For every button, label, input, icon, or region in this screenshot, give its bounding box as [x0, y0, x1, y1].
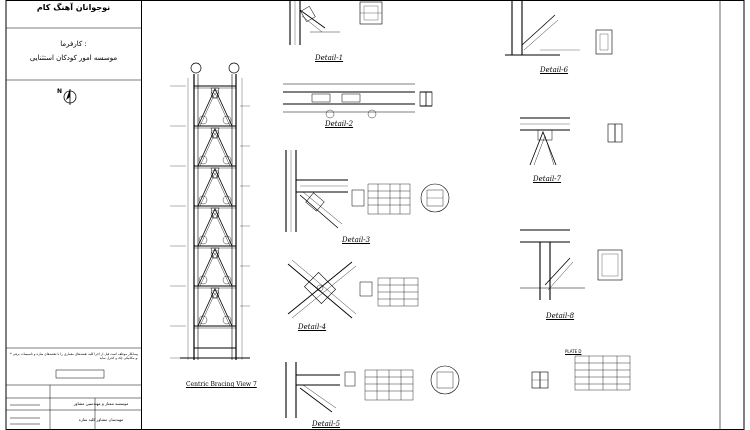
consultant-name: موسسه ممتاز و مهندسین مشاور	[73, 401, 129, 406]
general-note: * پیمانکار موظف است قبل از اجرا کلیه نقش…	[10, 352, 138, 360]
detail-2-drawing	[283, 83, 433, 119]
consultant-subtitle: مهندسان مشاور کلید سازه	[78, 417, 124, 422]
north-label: N	[56, 88, 63, 95]
braced-frame-elevation	[170, 62, 250, 360]
detail-6-drawing	[505, 0, 613, 56]
plate-d-drawing	[531, 355, 631, 391]
plate-d-label: PLATE D	[565, 349, 582, 354]
detail-8-drawing	[520, 229, 623, 300]
detail-2-label: Detail-2	[325, 120, 354, 128]
detail-1-label: Detail-1	[315, 54, 344, 62]
detail-6-label: Detail-6	[540, 66, 569, 74]
detail-5-label: Detail-5	[312, 420, 341, 428]
employer-label: کارفرما :	[60, 40, 87, 48]
detail-7-drawing	[520, 117, 623, 166]
employer-name: موسسه امور کودکان استثنایی	[29, 54, 118, 62]
detail-1-drawing	[289, 0, 383, 45]
detail-5-drawing	[285, 362, 460, 418]
detail-4-label: Detail-4	[298, 323, 327, 331]
frame-title: Centric Bracing View 7	[186, 381, 257, 388]
detail-3-drawing	[285, 150, 450, 232]
detail-3-label: Detail-3	[342, 236, 371, 244]
detail-8-label: Detail-8	[546, 312, 575, 320]
title-block: نوجوانان آهنگ کام کارفرما : موسسه امور ک…	[6, 0, 142, 430]
detail-7-label: Detail-7	[533, 175, 562, 183]
detail-4-drawing	[287, 259, 419, 319]
north-arrow-icon	[63, 89, 77, 105]
project-title: نوجوانان آهنگ کام	[36, 3, 111, 12]
